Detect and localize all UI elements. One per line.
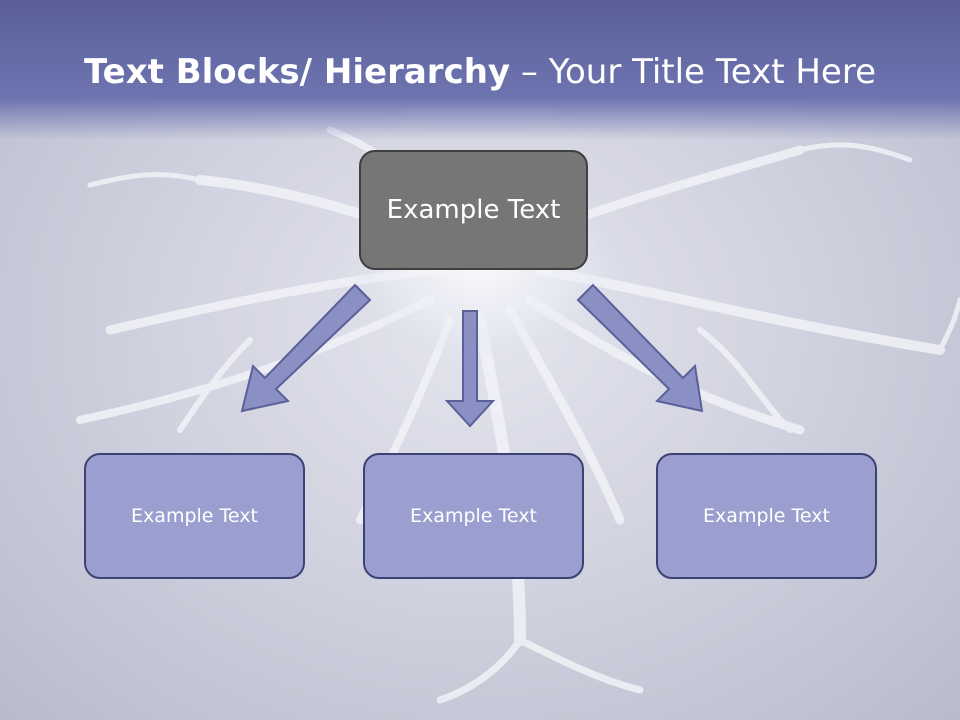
top-node[interactable]: Example Text: [359, 150, 588, 270]
title-rest-text: – Your Title Text Here: [510, 52, 876, 92]
child-node-right[interactable]: Example Text: [656, 453, 877, 579]
title-bold-text: Text Blocks/ Hierarchy: [83, 52, 511, 92]
arrow-right: [576, 283, 704, 413]
title-bar: Text Blocks/ Hierarchy – Your Title Text…: [0, 0, 960, 140]
slide-title: Text Blocks/ Hierarchy – Your Title Text…: [0, 52, 960, 92]
child-node-center[interactable]: Example Text: [363, 453, 584, 579]
child-node-left[interactable]: Example Text: [84, 453, 305, 579]
arrow-left: [240, 283, 372, 413]
arrow-center: [444, 310, 496, 428]
